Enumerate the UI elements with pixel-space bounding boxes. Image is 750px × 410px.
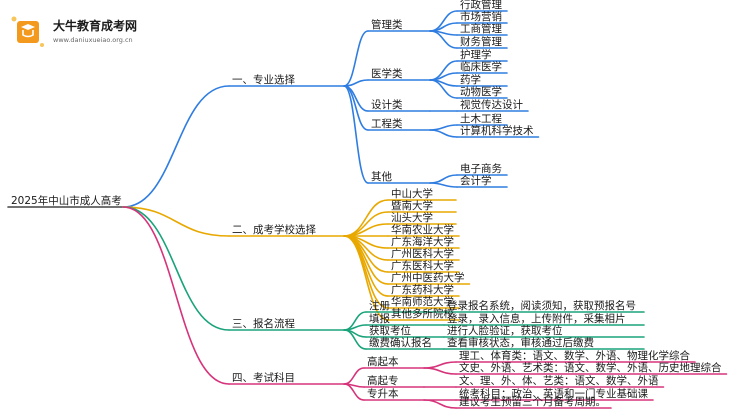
major-item: 电子商务 xyxy=(460,162,502,175)
process-step: 注册 xyxy=(369,299,390,312)
major-item: 计算机科学技术 xyxy=(460,124,534,137)
branch-node-3: 三、报名流程 xyxy=(232,317,295,330)
school-item: 中山大学 xyxy=(391,187,433,200)
school-item: 华南农业大学 xyxy=(391,223,454,236)
major-item-link xyxy=(429,129,458,138)
logo-url: www.daniuxueiao.org.cn xyxy=(53,36,133,44)
exam-subject-link xyxy=(423,361,457,369)
major-item: 会计学 xyxy=(460,174,492,187)
process-detail: 进行人脸验证，获取考位 xyxy=(447,324,563,337)
branch-link-4 xyxy=(122,206,230,385)
exam-subject: 文史、外语、艺术类：语文、数学、外语、历史地理综合 xyxy=(459,361,722,374)
major-item-link xyxy=(429,124,458,131)
major-category: 工程类 xyxy=(371,117,403,130)
school-item: 广东药科大学 xyxy=(391,283,454,296)
branch-link-1 xyxy=(122,85,230,208)
major-item: 工商管理 xyxy=(460,22,502,35)
branch-node-2: 二、成考学校选择 xyxy=(232,223,316,236)
school-item: 广州中医药大学 xyxy=(391,271,465,284)
school-item: 广东医科大学 xyxy=(391,259,454,272)
school-item: 其他多所院校 xyxy=(391,307,454,320)
major-item: 财务管理 xyxy=(460,35,502,48)
major-item: 视觉传达设计 xyxy=(460,98,523,111)
school-item: 广东海洋大学 xyxy=(391,235,454,248)
process-step-link xyxy=(343,324,367,331)
logo: 大牛教育成考网 www.daniuxueiao.org.cn xyxy=(11,16,137,47)
logo-icon xyxy=(11,16,44,47)
major-item-link xyxy=(429,79,458,99)
process-detail: 登录报名系统，阅读须知，获取预报名号 xyxy=(447,299,636,312)
exam-subject-link xyxy=(423,399,457,409)
major-item-link xyxy=(429,10,458,32)
exam-subject: 统考科目：政治、英语和一门专业基础课 xyxy=(459,387,648,400)
process-step: 填报 xyxy=(369,312,390,325)
exam-subject-link xyxy=(423,367,457,375)
major-category: 其他 xyxy=(371,170,392,183)
major-category: 医学类 xyxy=(371,67,403,80)
major-item-link xyxy=(429,30,458,49)
major-item-link xyxy=(429,174,458,184)
school-item: 暨南大学 xyxy=(391,199,433,212)
major-category-link xyxy=(343,30,369,87)
major-item: 市场营销 xyxy=(460,10,502,23)
process-detail: 查看审核状态，审核通过后缴费 xyxy=(447,336,594,349)
major-item: 土木工程 xyxy=(460,112,502,125)
exam-subject: 文、理、外、体、艺类：语文、数学、外语 xyxy=(459,374,659,387)
school-item: 汕头大学 xyxy=(391,211,433,224)
exam-level: 专升本 xyxy=(367,387,399,400)
major-category: 设计类 xyxy=(371,98,403,111)
major-item: 药学 xyxy=(460,73,481,86)
major-item-link xyxy=(429,182,458,188)
school-item: 广州医科大学 xyxy=(391,247,454,260)
process-detail: 登录，录入信息，上传附件，采集相片 xyxy=(447,312,626,325)
exam-level: 高起本 xyxy=(367,355,399,368)
root-node: 2025年中山市成人高考 xyxy=(11,194,122,207)
logo-title: 大牛教育成考网 xyxy=(53,18,137,33)
exam-level-link xyxy=(343,367,365,385)
school-item: 华南师范大学 xyxy=(391,295,454,308)
process-step: 缴费确认报名 xyxy=(369,336,432,349)
branch-node-4: 四、考试科目 xyxy=(232,371,295,384)
exam-subject: 建议考生预留三个月备考周期。 xyxy=(459,395,606,408)
exam-level-link xyxy=(343,383,365,401)
major-item: 护理学 xyxy=(460,48,492,61)
branch-node-1: 一、专业选择 xyxy=(232,73,295,86)
major-item: 行政管理 xyxy=(460,0,502,11)
major-category-link xyxy=(343,85,369,131)
branch-link-3 xyxy=(122,206,230,331)
process-step-link xyxy=(343,329,367,350)
exam-subject: 理工、体育类：语文、数学、外语、物理化学综合 xyxy=(459,349,690,362)
major-item: 临床医学 xyxy=(460,60,502,73)
major-item-link xyxy=(429,72,458,81)
major-item: 动物医学 xyxy=(460,85,502,98)
school-link xyxy=(343,235,389,321)
branch-link-2 xyxy=(122,206,230,237)
school-link xyxy=(343,235,389,297)
major-category-link xyxy=(343,85,369,184)
process-step: 获取考位 xyxy=(369,324,411,337)
major-category: 管理类 xyxy=(371,18,403,31)
exam-level: 高起专 xyxy=(367,374,399,387)
